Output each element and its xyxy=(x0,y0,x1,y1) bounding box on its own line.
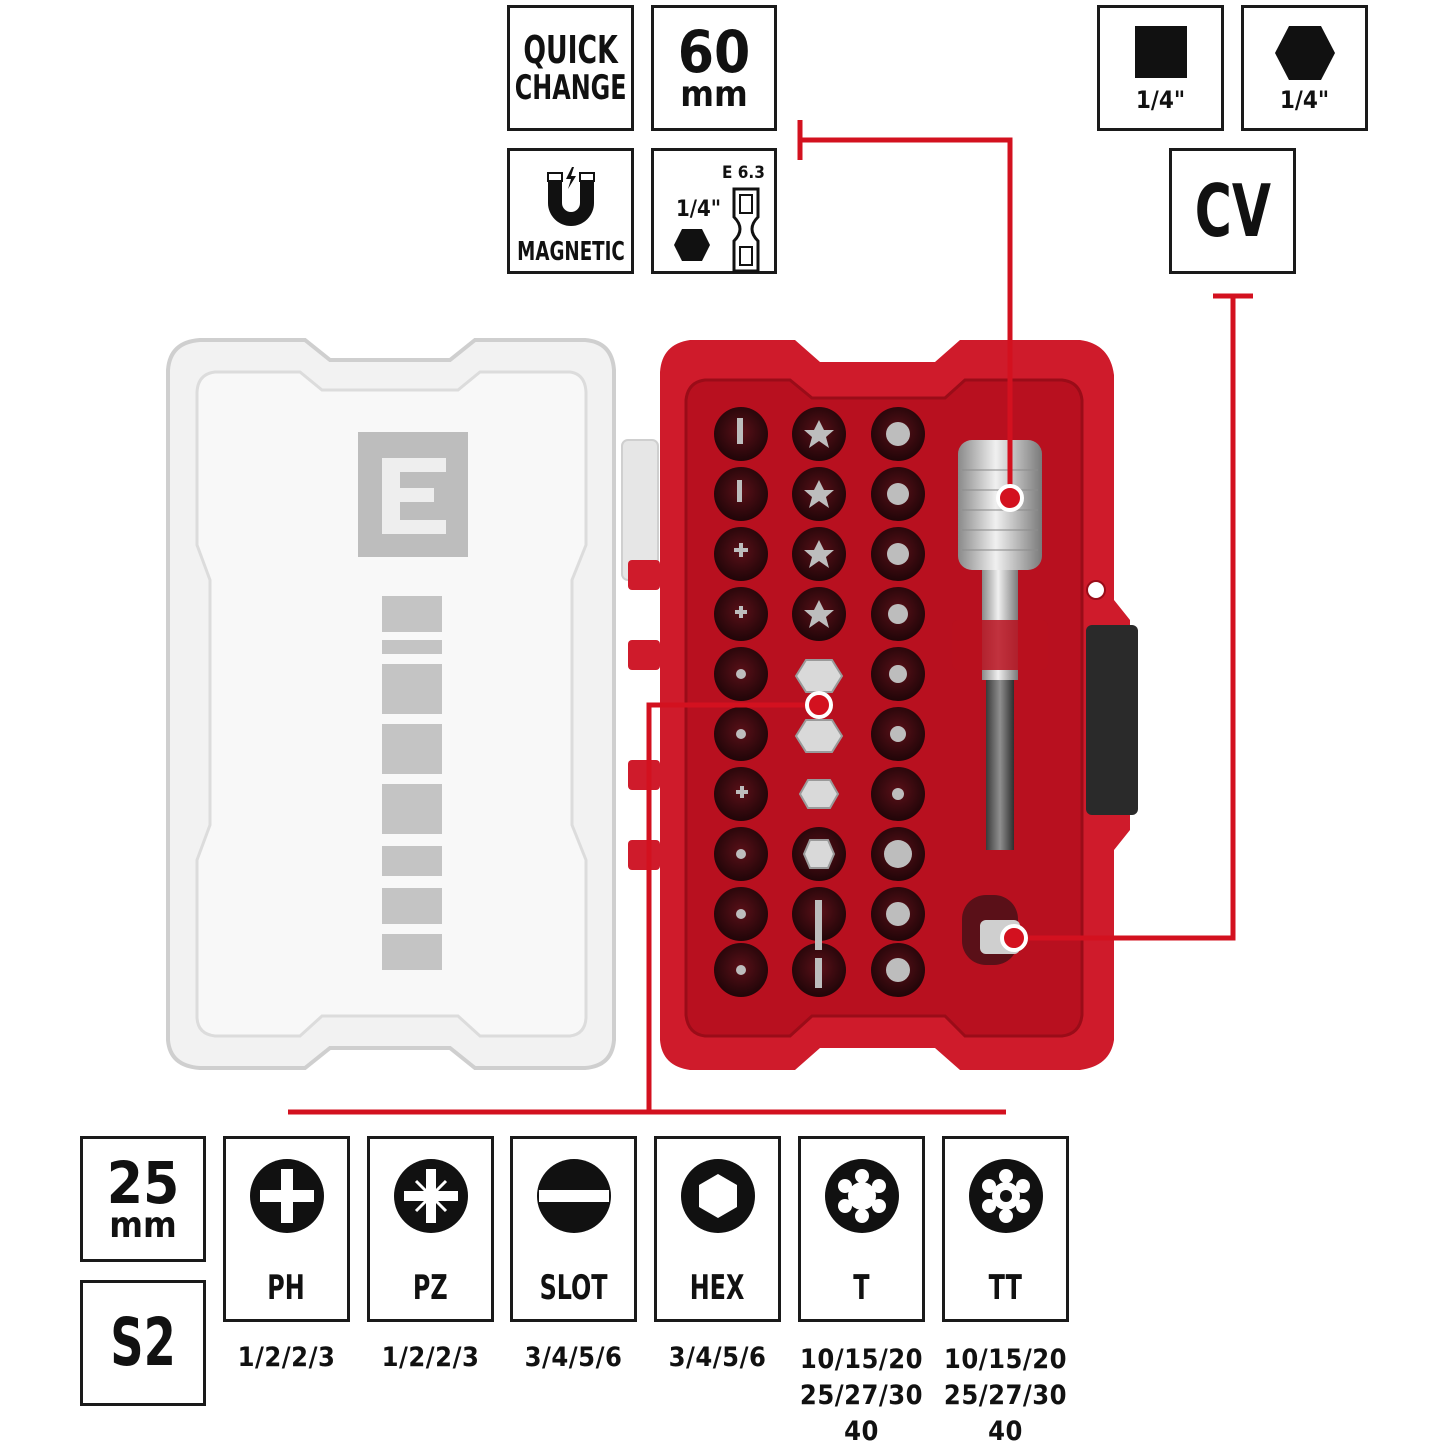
quick-change-box: QUICK CHANGE xyxy=(507,5,634,131)
hinge-tabs xyxy=(628,560,660,870)
hex-drive-size: 1/4" xyxy=(1279,86,1330,114)
bit-sizes-tt: 10/15/20 25/27/30 40 xyxy=(930,1342,1081,1450)
bit-sizes-pz: 1/2/2/3 xyxy=(381,1342,480,1373)
bit-type-hex-box: HEX xyxy=(654,1136,781,1322)
bit-type-tt-box: TT xyxy=(942,1136,1069,1322)
bit-type-ph-code: PH xyxy=(267,1268,306,1308)
magnetic-box: MAGNETIC xyxy=(507,148,634,274)
bit-type-ph-box: PH xyxy=(223,1136,350,1322)
bit-sizes-tt-line3: 40 xyxy=(988,1416,1023,1447)
bit-sizes-tt-line2: 25/27/30 xyxy=(943,1380,1068,1411)
bit-type-pz-box: PZ xyxy=(367,1136,494,1322)
bit-sizes-t: 10/15/20 25/27/30 40 xyxy=(786,1342,937,1450)
bit-type-slot-code: SLOT xyxy=(539,1268,608,1308)
hex-drive-icon xyxy=(1274,26,1335,80)
material-cv-box: CV xyxy=(1169,148,1296,274)
length-25-value: 25 xyxy=(106,1149,180,1217)
bit-type-tt-code: TT xyxy=(988,1268,1023,1308)
magnetic-label: MAGNETIC xyxy=(516,237,625,267)
bit-type-hex-code: HEX xyxy=(690,1268,745,1308)
bit-type-t-code: T xyxy=(853,1268,870,1308)
material-cv-label: CV xyxy=(1194,169,1271,253)
torx-icon xyxy=(824,1159,899,1233)
length-25-unit: mm xyxy=(109,1205,177,1246)
shank-box: E 6.3 1/4" xyxy=(651,148,777,274)
quick-change-holder xyxy=(952,440,1048,965)
red-case xyxy=(660,340,1138,1070)
bit-sizes-t-line2: 25/27/30 xyxy=(799,1380,924,1411)
phillips-icon xyxy=(249,1159,324,1233)
magnet-icon xyxy=(546,167,595,226)
hex-shank-icon xyxy=(674,229,710,261)
length-60-unit: mm xyxy=(680,74,748,115)
clear-lid xyxy=(166,338,659,1070)
length-60mm-box: 60 mm xyxy=(651,5,777,131)
bits-grid xyxy=(714,407,925,997)
quick-change-line1: QUICK xyxy=(523,28,618,72)
square-drive-box: 1/4" xyxy=(1097,5,1224,131)
bit-profile-icon xyxy=(732,187,760,273)
square-drive-icon xyxy=(1134,26,1187,78)
tamper-torx-icon xyxy=(968,1159,1043,1233)
bit-type-t-box: T xyxy=(798,1136,925,1322)
material-s2-box: S2 xyxy=(80,1280,206,1406)
hex-icon xyxy=(680,1159,755,1233)
bit-sizes-t-line1: 10/15/20 xyxy=(799,1344,924,1375)
bit-sizes-tt-line1: 10/15/20 xyxy=(943,1344,1068,1375)
material-s2-label: S2 xyxy=(110,1304,176,1381)
bit-sizes-slot: 3/4/5/6 xyxy=(524,1342,623,1373)
bit-sizes-t-line3: 40 xyxy=(844,1416,879,1447)
shank-standard-label: E 6.3 xyxy=(722,163,765,183)
bit-type-pz-code: PZ xyxy=(413,1268,448,1308)
slot-icon xyxy=(536,1159,611,1233)
pozidriv-icon xyxy=(393,1159,468,1233)
quick-change-line2: CHANGE xyxy=(514,68,627,108)
bit-type-slot-box: SLOT xyxy=(510,1136,637,1322)
square-drive-size: 1/4" xyxy=(1135,86,1186,114)
bit-sizes-ph: 1/2/2/3 xyxy=(237,1342,336,1373)
bit-sizes-hex: 3/4/5/6 xyxy=(668,1342,767,1373)
shank-size-label: 1/4" xyxy=(676,197,722,222)
length-25mm-box: 25 mm xyxy=(80,1136,206,1262)
length-60-value: 60 xyxy=(677,18,751,86)
hex-drive-box: 1/4" xyxy=(1241,5,1368,131)
